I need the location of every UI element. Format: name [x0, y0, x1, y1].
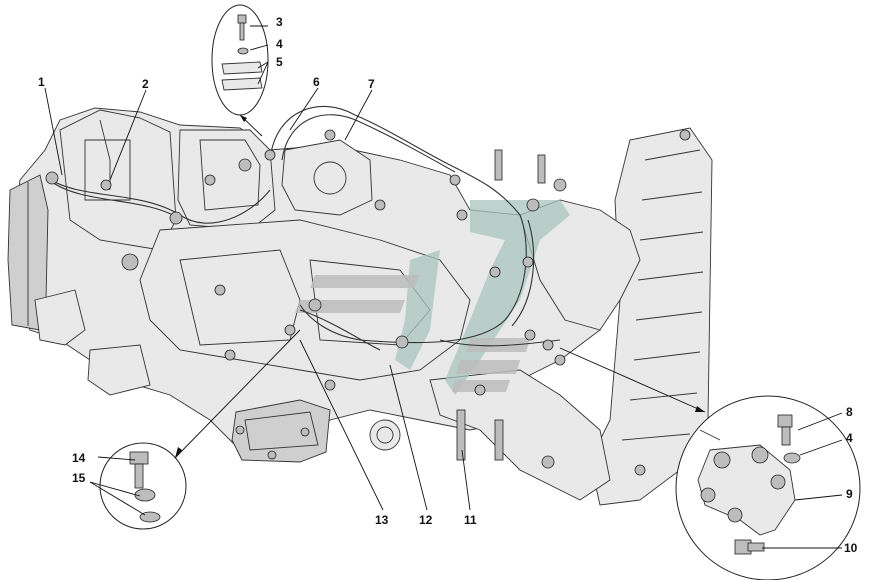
- transmission-assembly: [7, 107, 713, 506]
- callout-9: 9: [846, 487, 853, 501]
- callout-15: 15: [72, 471, 86, 485]
- detail-right: [559, 347, 861, 580]
- callout-5: 5: [276, 55, 283, 69]
- callout-12: 12: [419, 513, 433, 527]
- leaders: [44, 25, 843, 549]
- callout-10: 10: [844, 541, 858, 555]
- callout-1: 1: [38, 75, 45, 89]
- callout-11: 11: [464, 513, 477, 527]
- callout-labels: 1 2 3 4 5 6 7 8 4 9 10 11 12 13 14 15: [38, 15, 858, 555]
- callout-8: 8: [846, 405, 853, 419]
- callout-6: 6: [313, 75, 320, 89]
- callout-2: 2: [142, 77, 149, 91]
- callout-13: 13: [375, 513, 389, 527]
- callout-14: 14: [72, 451, 86, 465]
- studs: [456, 149, 546, 461]
- callout-4-top: 4: [276, 37, 283, 51]
- callout-7: 7: [368, 77, 375, 91]
- assembly-bolts: [45, 129, 691, 476]
- detail-top: [211, 4, 269, 137]
- callout-4-right: 4: [846, 431, 853, 445]
- callout-3: 3: [276, 15, 283, 29]
